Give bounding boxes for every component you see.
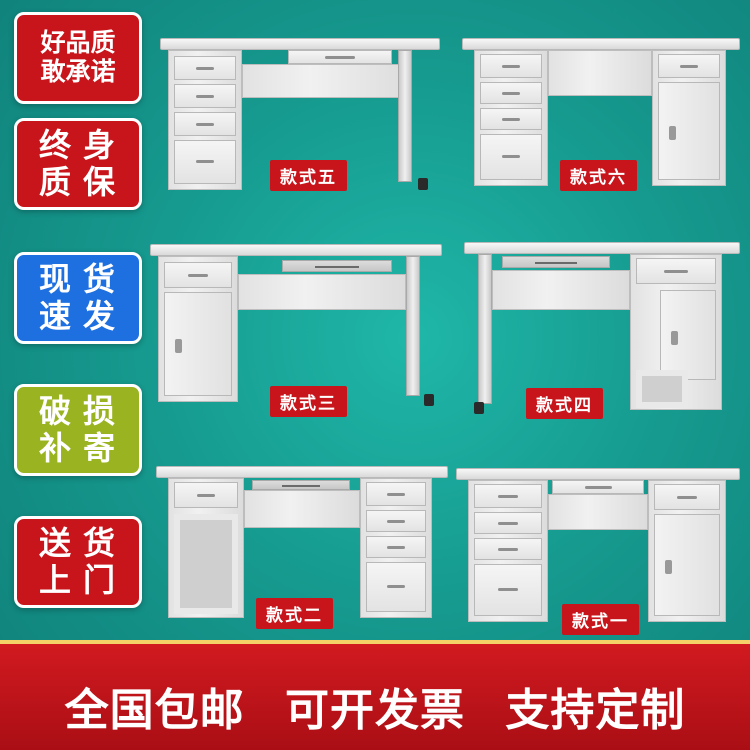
desk-leg: [478, 254, 492, 404]
drawer: [474, 538, 542, 560]
drawer: [366, 562, 426, 612]
desk-model-three: 款式三: [150, 244, 442, 417]
open-shelf: [636, 370, 688, 408]
cabinet-door: [658, 82, 720, 180]
drawer: [366, 482, 426, 506]
lock-icon: [665, 560, 672, 574]
drawer: [480, 108, 542, 130]
cabinet-door: [654, 514, 720, 616]
drawer: [480, 82, 542, 104]
badge-line: 现货: [38, 260, 127, 299]
banner-item-free-shipping: 全国包邮: [64, 685, 245, 736]
lock-icon: [175, 338, 182, 353]
drawer: [174, 482, 238, 508]
desk-top: [462, 38, 740, 50]
drawer: [164, 262, 232, 288]
center-drawer: [552, 480, 644, 494]
drawer: [174, 112, 236, 136]
drawer: [366, 510, 426, 532]
badge-home-delivery: 送货 上门: [14, 516, 142, 608]
badge-in-stock: 现货 速发: [14, 252, 142, 344]
keyboard-tray: [252, 480, 350, 490]
modesty-panel: [548, 50, 652, 96]
badge-quality-promise: 好品质 敢承诺: [14, 12, 142, 104]
badge-line: 终身: [38, 126, 127, 165]
drawer: [474, 564, 542, 616]
banner-text: 全国包邮 可开发票 支持定制: [0, 674, 750, 738]
desk-top: [156, 466, 448, 478]
model-label: 款式四: [526, 388, 603, 419]
desk-model-five: 款式五: [160, 38, 440, 198]
badge-line: 速发: [38, 297, 127, 335]
drawer: [174, 140, 236, 184]
desk-leg: [406, 256, 420, 396]
open-shelf: [174, 514, 238, 614]
desk-model-four: 款式四: [464, 242, 740, 419]
modesty-panel: [548, 494, 648, 530]
desk-leg: [398, 50, 412, 182]
drawer: [474, 484, 542, 508]
desk-foot: [474, 402, 484, 414]
center-drawer: [288, 50, 392, 64]
drawer: [658, 54, 720, 78]
drawer: [480, 134, 542, 180]
modesty-panel: [238, 274, 406, 310]
drawer: [636, 258, 716, 284]
desk-model-one: 款式一: [456, 468, 740, 635]
keyboard-tray: [282, 260, 392, 272]
model-label: 款式二: [256, 598, 333, 629]
badge-line: 送货: [38, 524, 127, 563]
desk-top: [456, 468, 740, 480]
modesty-panel: [242, 64, 412, 98]
banner-item-invoice: 可开发票: [285, 685, 465, 736]
desk-foot: [418, 178, 428, 190]
model-label: 款式六: [560, 160, 637, 191]
desk-model-six: 款式六: [462, 38, 740, 191]
drawer: [474, 512, 542, 534]
badge-line: 敢承诺: [40, 57, 116, 86]
desk-top: [150, 244, 442, 256]
cabinet-door: [660, 290, 716, 380]
lock-icon: [671, 330, 678, 345]
keyboard-tray: [502, 256, 610, 268]
badge-line: 好品质: [40, 28, 116, 58]
model-label: 款式一: [562, 604, 639, 635]
badge-line: 补寄: [38, 429, 127, 467]
modesty-panel: [244, 490, 360, 528]
drawer: [174, 56, 236, 80]
drawer: [174, 84, 236, 108]
cabinet-door: [164, 292, 232, 396]
badge-line: 上门: [38, 561, 127, 599]
banner-item-customization: 支持定制: [505, 685, 686, 736]
desk-foot: [424, 394, 434, 406]
drawer: [366, 536, 426, 558]
model-label: 款式三: [270, 386, 347, 417]
model-label: 款式五: [270, 160, 347, 191]
modesty-panel: [492, 270, 630, 310]
lock-icon: [669, 126, 676, 141]
badge-lifetime-warranty: 终身 质保: [14, 118, 142, 210]
drawer: [654, 484, 720, 510]
bottom-banner: 全国包邮 可开发票 支持定制: [0, 640, 750, 750]
desk-top: [160, 38, 440, 50]
badge-line: 质保: [38, 163, 127, 201]
badge-line: 破损: [38, 392, 127, 431]
drawer: [480, 54, 542, 78]
badge-damage-resend: 破损 补寄: [14, 384, 142, 476]
desk-model-two: 款式二: [156, 466, 448, 629]
desk-top: [464, 242, 740, 254]
